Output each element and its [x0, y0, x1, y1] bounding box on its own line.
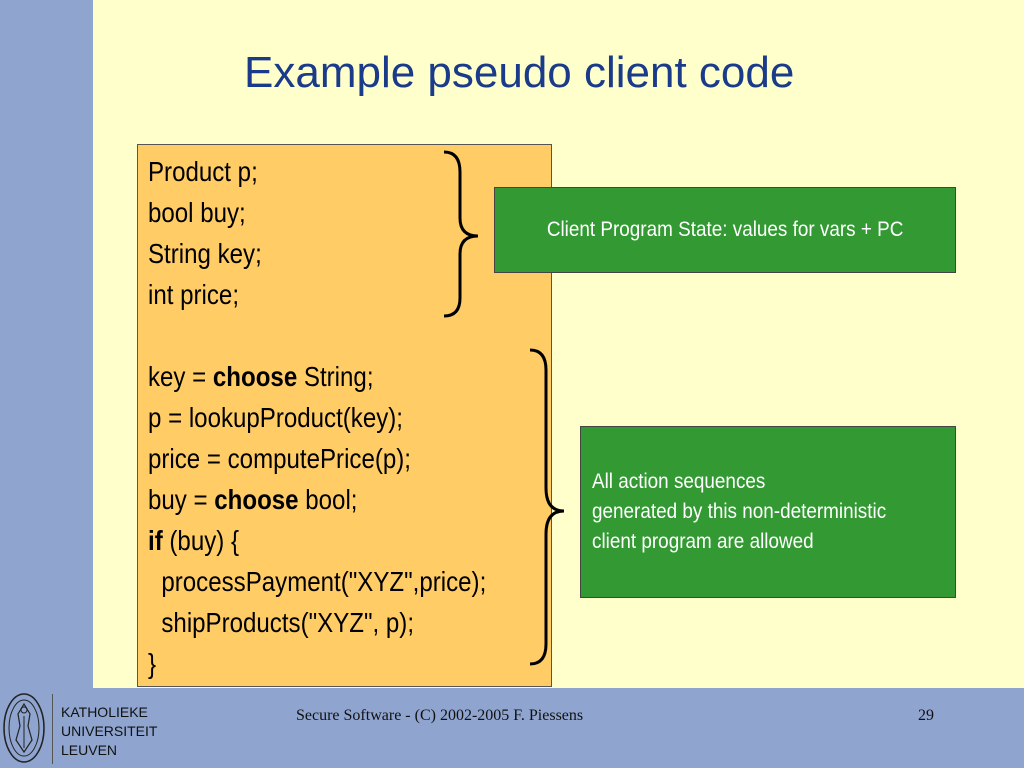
code-line: if (buy) { — [148, 521, 239, 561]
footer-text: Secure Software - (C) 2002-2005 F. Piess… — [296, 707, 584, 724]
code-text: Product p; — [148, 156, 258, 187]
university-name-line: UNIVERSITEIT — [61, 723, 158, 739]
code-text: buy = — [148, 484, 215, 515]
code-line: price = computePrice(p); — [148, 439, 411, 479]
code-line: int price; — [148, 275, 239, 315]
code-text: bool; — [298, 484, 358, 515]
code-line: Product p; — [148, 152, 258, 192]
code-line: key = choose String; — [148, 357, 374, 397]
action-sequences-callout: All action sequences generated by this n… — [580, 426, 956, 598]
code-line: processPayment("XYZ",price); — [148, 562, 486, 602]
code-text: String; — [297, 361, 374, 392]
state-brace — [443, 150, 479, 318]
callout-line: generated by this non-deterministic — [592, 500, 887, 523]
slide-title: Example pseudo client code — [244, 48, 795, 97]
code-text: String key; — [148, 238, 262, 269]
code-keyword: if — [148, 525, 163, 556]
program-state-text: Client Program State: values for vars + … — [546, 218, 904, 241]
code-text: price = computePrice(p); — [148, 443, 411, 474]
callout-line: All action sequences — [592, 470, 766, 493]
code-text: bool buy; — [148, 197, 246, 228]
code-line: } — [148, 644, 156, 684]
callout-line: client program are allowed — [592, 530, 814, 553]
code-line: shipProducts("XYZ", p); — [148, 603, 414, 643]
code-box — [137, 144, 552, 687]
code-line: buy = choose bool; — [148, 480, 357, 520]
footer-band — [0, 688, 1024, 768]
code-line: bool buy; — [148, 193, 246, 233]
code-text: key = — [148, 361, 213, 392]
code-text: processPayment("XYZ",price); — [148, 566, 487, 597]
code-text: shipProducts("XYZ", p); — [148, 607, 415, 638]
left-band — [0, 0, 93, 688]
code-line: String key; — [148, 234, 262, 274]
page-number: 29 — [918, 707, 934, 724]
actions-brace — [529, 348, 565, 666]
code-text: } — [148, 648, 157, 679]
code-text: (buy) { — [162, 525, 239, 556]
university-name-line: LEUVEN — [61, 742, 118, 758]
code-keyword: choose — [212, 361, 298, 392]
university-name-line: KATHOLIEKE — [61, 704, 148, 720]
code-text: int price; — [148, 279, 240, 310]
code-line: p = lookupProduct(key); — [148, 398, 403, 438]
code-keyword: choose — [214, 484, 299, 515]
code-text: p = lookupProduct(key); — [148, 402, 403, 433]
program-state-callout: Client Program State: values for vars + … — [494, 187, 956, 273]
university-seal-logo — [3, 693, 45, 763]
footer-divider — [52, 694, 53, 764]
